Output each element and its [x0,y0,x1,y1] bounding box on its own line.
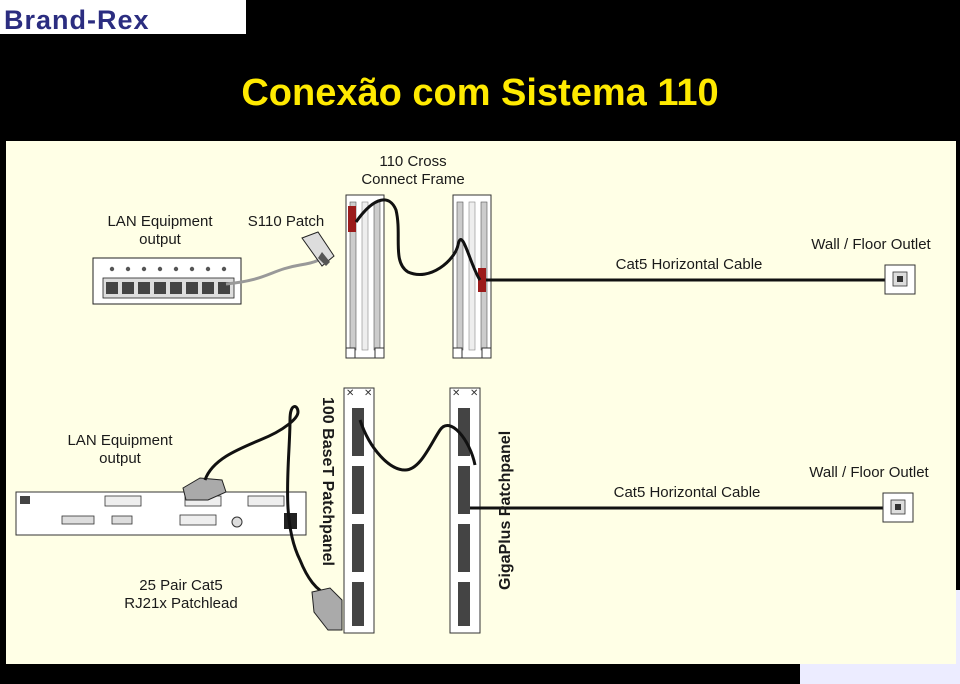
page-title: Conexão com Sistema 110 [241,72,719,114]
lan-switch-top [92,257,242,305]
edge-accent [956,590,960,664]
footer-accent [800,664,960,684]
rj21x-connector-panel [311,587,343,631]
label-gigaplus-patchpanel: GigaPlus Patchpanel [497,430,514,590]
brand-logo: Brand-Rex [4,5,150,35]
cross-connect-jumper [354,198,482,281]
patchpanel-gigaplus: ✕ ✕ [449,387,481,634]
label-horizontal-cable-bottom: Cat5 Horizontal Cable [613,484,761,501]
svg-text:✕: ✕ [364,388,372,399]
svg-text:✕: ✕ [452,388,460,399]
svg-text:✕: ✕ [346,388,354,399]
cross-connect-frame-1 [345,194,385,359]
patchpanel-jumper [358,419,477,472]
label-rj21x-patchlead: 25 Pair Cat5 RJ21x Patchlead [124,577,238,612]
cross-connect-frame-2 [452,194,492,359]
label-lan-equipment-top: LAN Equipment output [107,213,213,248]
wall-outlet-top [884,264,916,295]
rj21x-patchlead-cable [203,405,324,594]
wall-outlet-bottom [882,492,914,523]
label-cross-connect-frame: 110 Cross Connect Frame [361,153,465,188]
logo-panel [0,0,246,34]
label-s110-patch: S110 Patch [247,213,325,230]
label-lan-equipment-bottom: LAN Equipment output [67,432,173,467]
lan-equipment-chassis [15,491,307,536]
label-outlet-top: Wall / Floor Outlet [811,236,931,253]
svg-text:✕: ✕ [470,388,478,399]
s110-patch-plug [301,231,335,267]
label-100baset-patchpanel: 100 BaseT Patchpanel [319,397,336,566]
label-horizontal-cable-top: Cat5 Horizontal Cable [615,256,763,273]
patchpanel-100baset: ✕ ✕ [343,387,375,634]
rj21x-connector-equipment [182,477,227,501]
label-outlet-bottom: Wall / Floor Outlet [809,464,929,481]
